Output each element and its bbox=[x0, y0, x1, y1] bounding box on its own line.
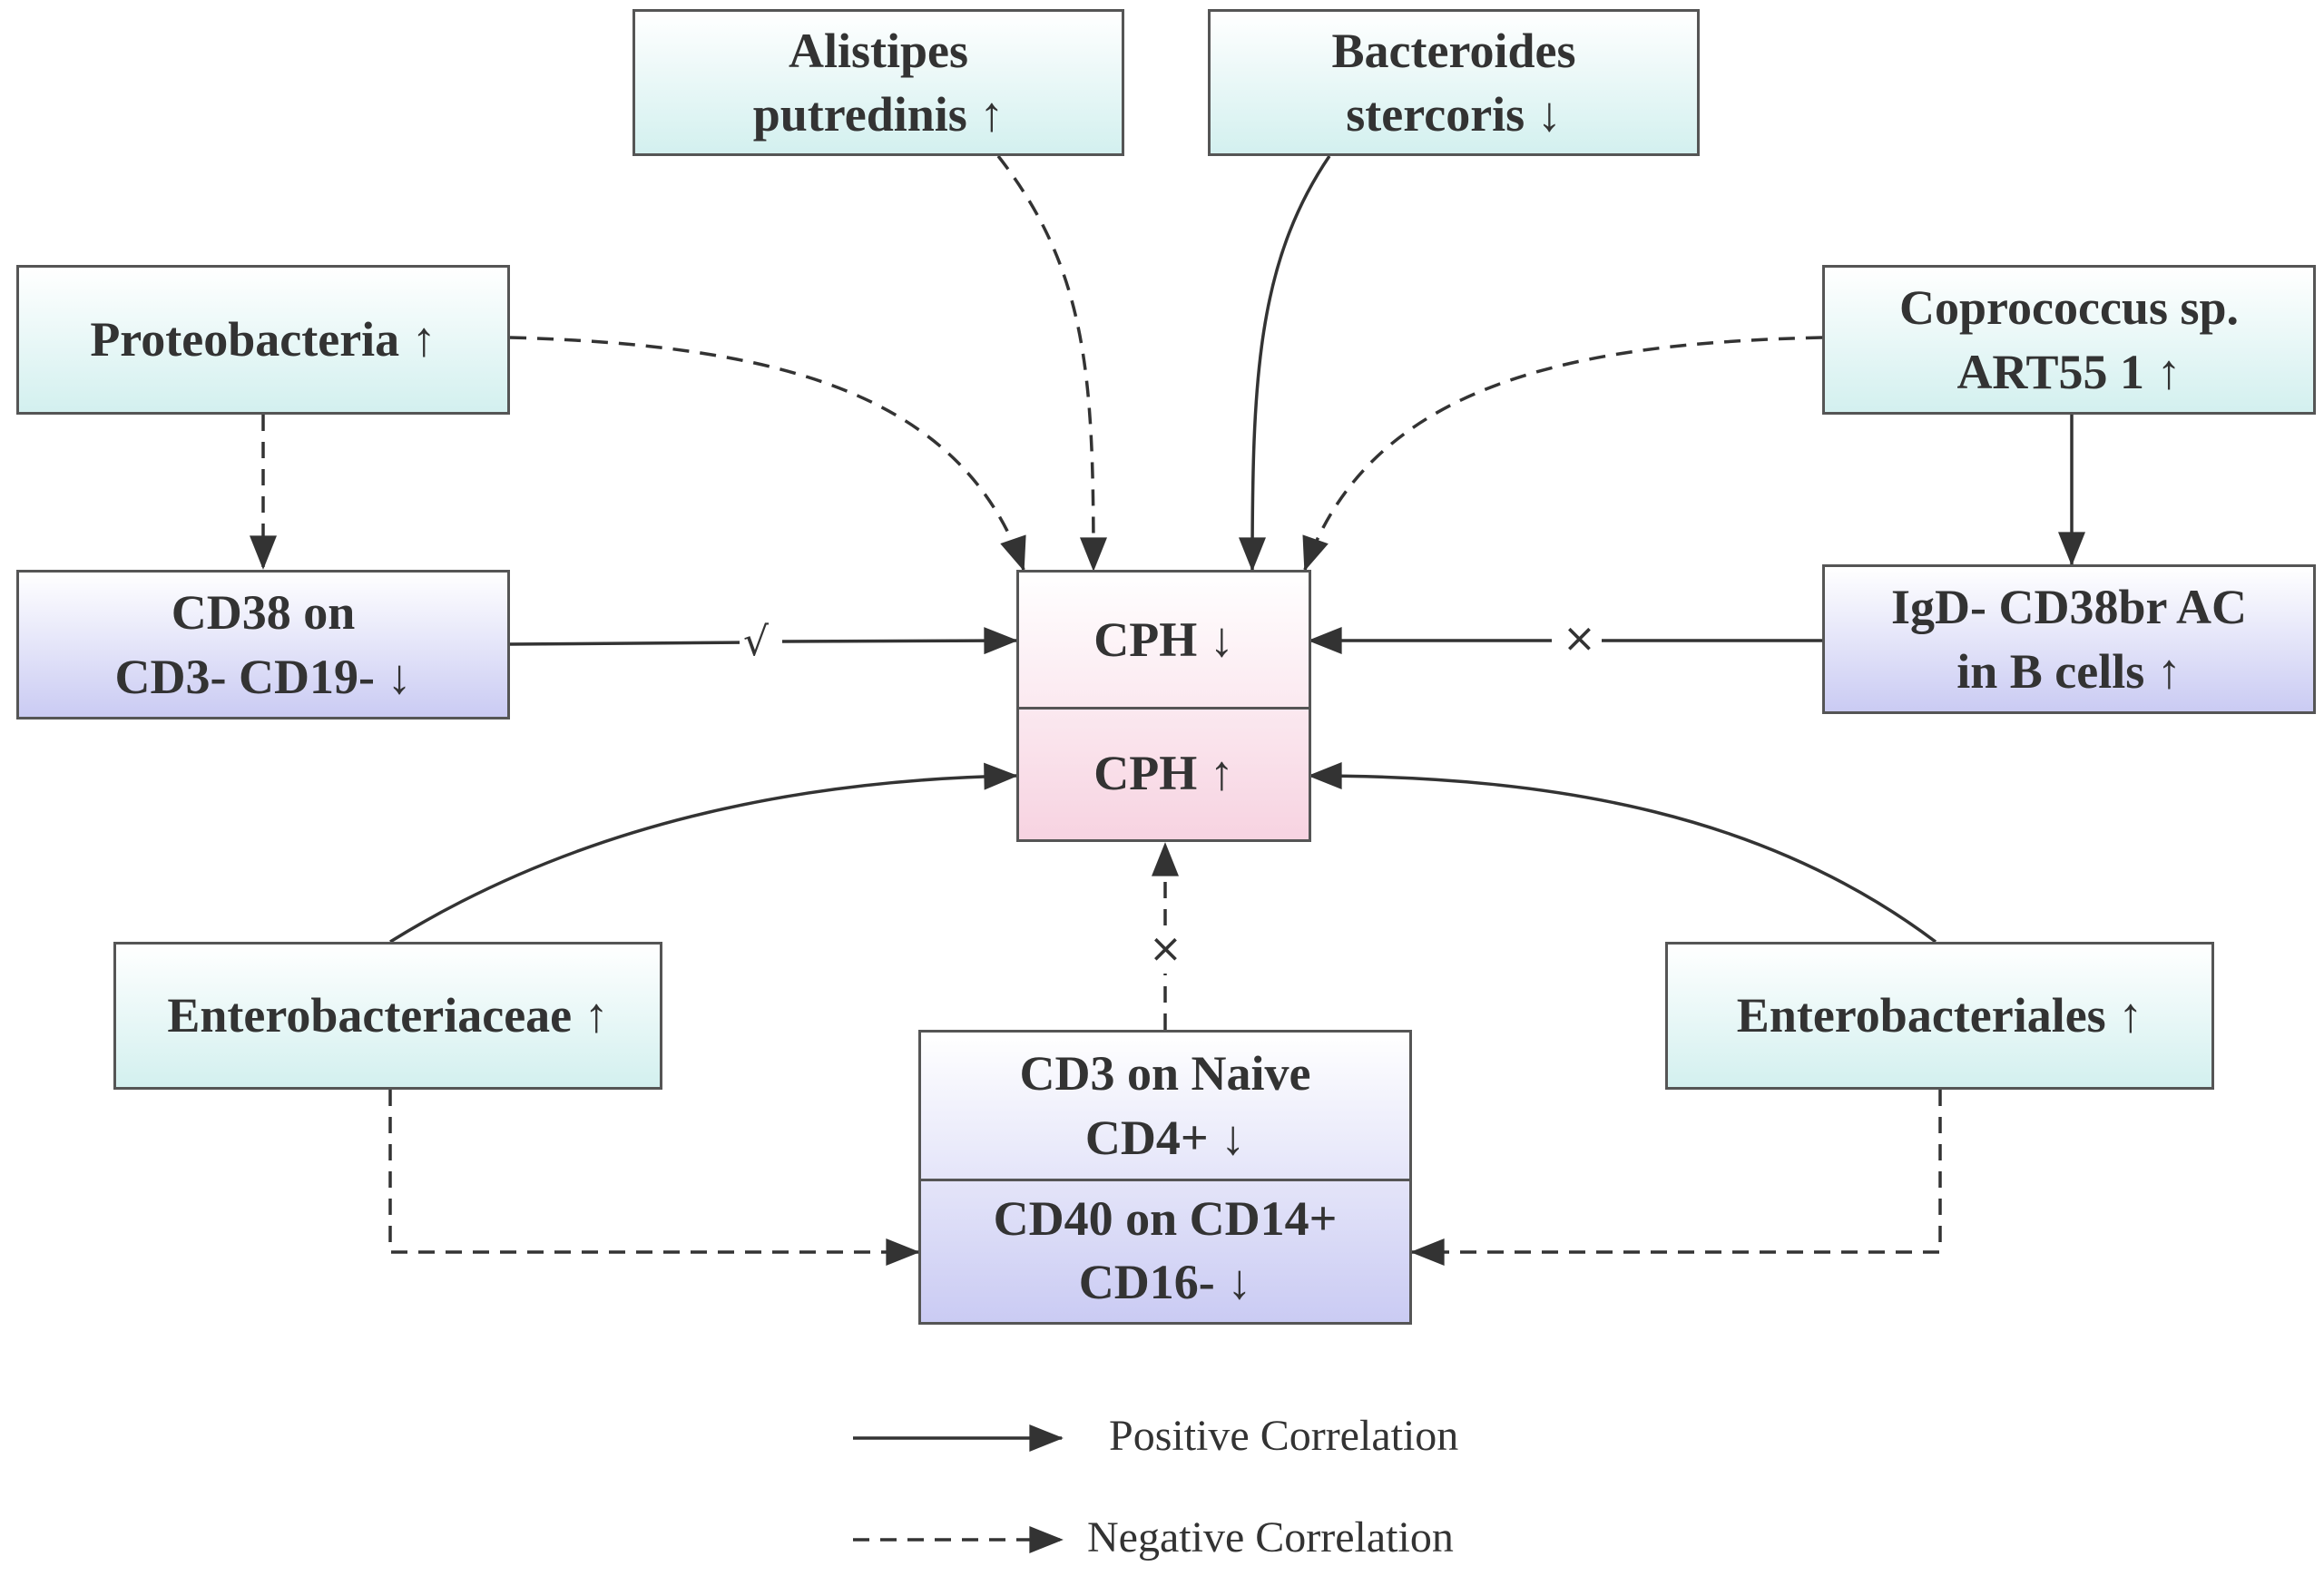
edge-enterobacteriales-cd40 bbox=[1410, 1090, 1942, 1266]
edge-enterobacteriales-cph bbox=[1308, 762, 1937, 944]
cross-mark-bottom: × bbox=[1145, 929, 1186, 969]
cph-divider bbox=[1019, 707, 1309, 710]
edge-bacteroides-cph bbox=[1239, 155, 1331, 572]
legend-positive-label: Positive Correlation bbox=[1109, 1412, 1459, 1460]
cd3-naive-label: CD3 on Naive CD4+ ↓ bbox=[1019, 1046, 1311, 1165]
node-bacteroides: Bacteroides stercoris ↓ bbox=[1208, 9, 1700, 156]
node-igd: IgD- CD38br AC in B cells ↑ bbox=[1822, 564, 2316, 714]
cph-down-label: CPH ↓ bbox=[1093, 612, 1234, 667]
cd3-cd40-divider bbox=[921, 1179, 1409, 1181]
cross-mark-right: × bbox=[1559, 619, 1600, 659]
legend-negative-label: Negative Correlation bbox=[1087, 1513, 1454, 1561]
node-enterobacteriaceae: Enterobacteriaceae ↑ bbox=[113, 942, 662, 1090]
check-mark: √ bbox=[740, 622, 773, 662]
node-alistipes: Alistipes putredinis ↑ bbox=[632, 9, 1124, 156]
cph-up-label: CPH ↑ bbox=[1093, 745, 1234, 800]
node-coprococcus: Coprococcus sp. ART55 1 ↑ bbox=[1822, 265, 2316, 415]
edge-alistipes-cph bbox=[996, 154, 1107, 572]
cd40-label: CD40 on CD14+ CD16- ↓ bbox=[993, 1190, 1338, 1309]
node-cd38: CD38 on CD3- CD19- ↓ bbox=[16, 570, 510, 719]
node-enterobacteriales: Enterobacteriales ↑ bbox=[1665, 942, 2214, 1090]
edge-cd38-cph bbox=[509, 641, 1016, 644]
edge-enterobacteriaceae-cph bbox=[389, 762, 1018, 944]
edge-enterobacteriaceae-cd40 bbox=[388, 1090, 920, 1266]
node-cd3-cd40: CD3 on Naive CD4+ ↓ CD40 on CD14+ CD16- … bbox=[918, 1030, 1412, 1325]
node-proteobacteria: Proteobacteria ↑ bbox=[16, 265, 510, 415]
node-cph: CPH ↓ CPH ↑ bbox=[1016, 570, 1311, 842]
edge-proteobacteria-cph bbox=[509, 336, 1026, 572]
edge-coprococcus-cph bbox=[1302, 336, 1823, 572]
